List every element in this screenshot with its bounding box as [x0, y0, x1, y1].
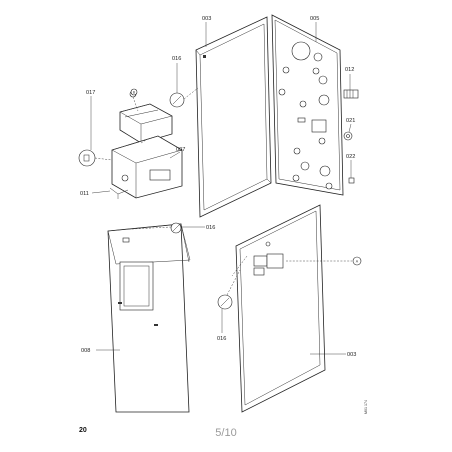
label-022: 022 [346, 154, 355, 160]
back-panel [271, 14, 344, 196]
label-016-top: 016 [172, 56, 181, 62]
label-008: 008 [81, 348, 90, 354]
side-panel [231, 204, 352, 413]
callout-circle-a: A [352, 256, 362, 266]
page-counter: 5/10 [215, 427, 236, 439]
detail-circle-016-mid [131, 222, 182, 234]
front-door-panel [107, 223, 191, 413]
top-front-panel-frame [195, 16, 272, 218]
label-017: 017 [86, 90, 95, 96]
label-016-mid: 016 [206, 225, 215, 231]
detail-circle-017 [78, 149, 113, 167]
control-unit [119, 90, 173, 144]
label-003-top: 003 [202, 16, 211, 22]
leader-007 [169, 151, 181, 159]
label-003-bot: 003 [347, 352, 356, 358]
detail-circle-016-top [169, 87, 199, 108]
leader-021 [348, 123, 352, 133]
label-005: 005 [310, 16, 319, 22]
drawing-code: M01 174 [364, 400, 368, 414]
page-number: 20 [79, 427, 87, 434]
label-016-bot: 016 [217, 336, 226, 342]
label-021: 021 [346, 118, 355, 124]
label-007: 007 [176, 147, 185, 153]
junction-box-007 [109, 135, 183, 199]
label-011: 011 [80, 191, 89, 197]
label-012: 012 [345, 67, 354, 73]
leader-011 [91, 190, 111, 194]
part-022-clip [348, 177, 355, 184]
part-012-connector [343, 89, 359, 99]
callout-circle-b: B [130, 88, 138, 96]
callout-a-label: A [356, 260, 359, 264]
detail-circle-016-bottom [217, 269, 241, 310]
callout-b-label: B [133, 90, 136, 94]
part-021-grommet [343, 131, 353, 141]
